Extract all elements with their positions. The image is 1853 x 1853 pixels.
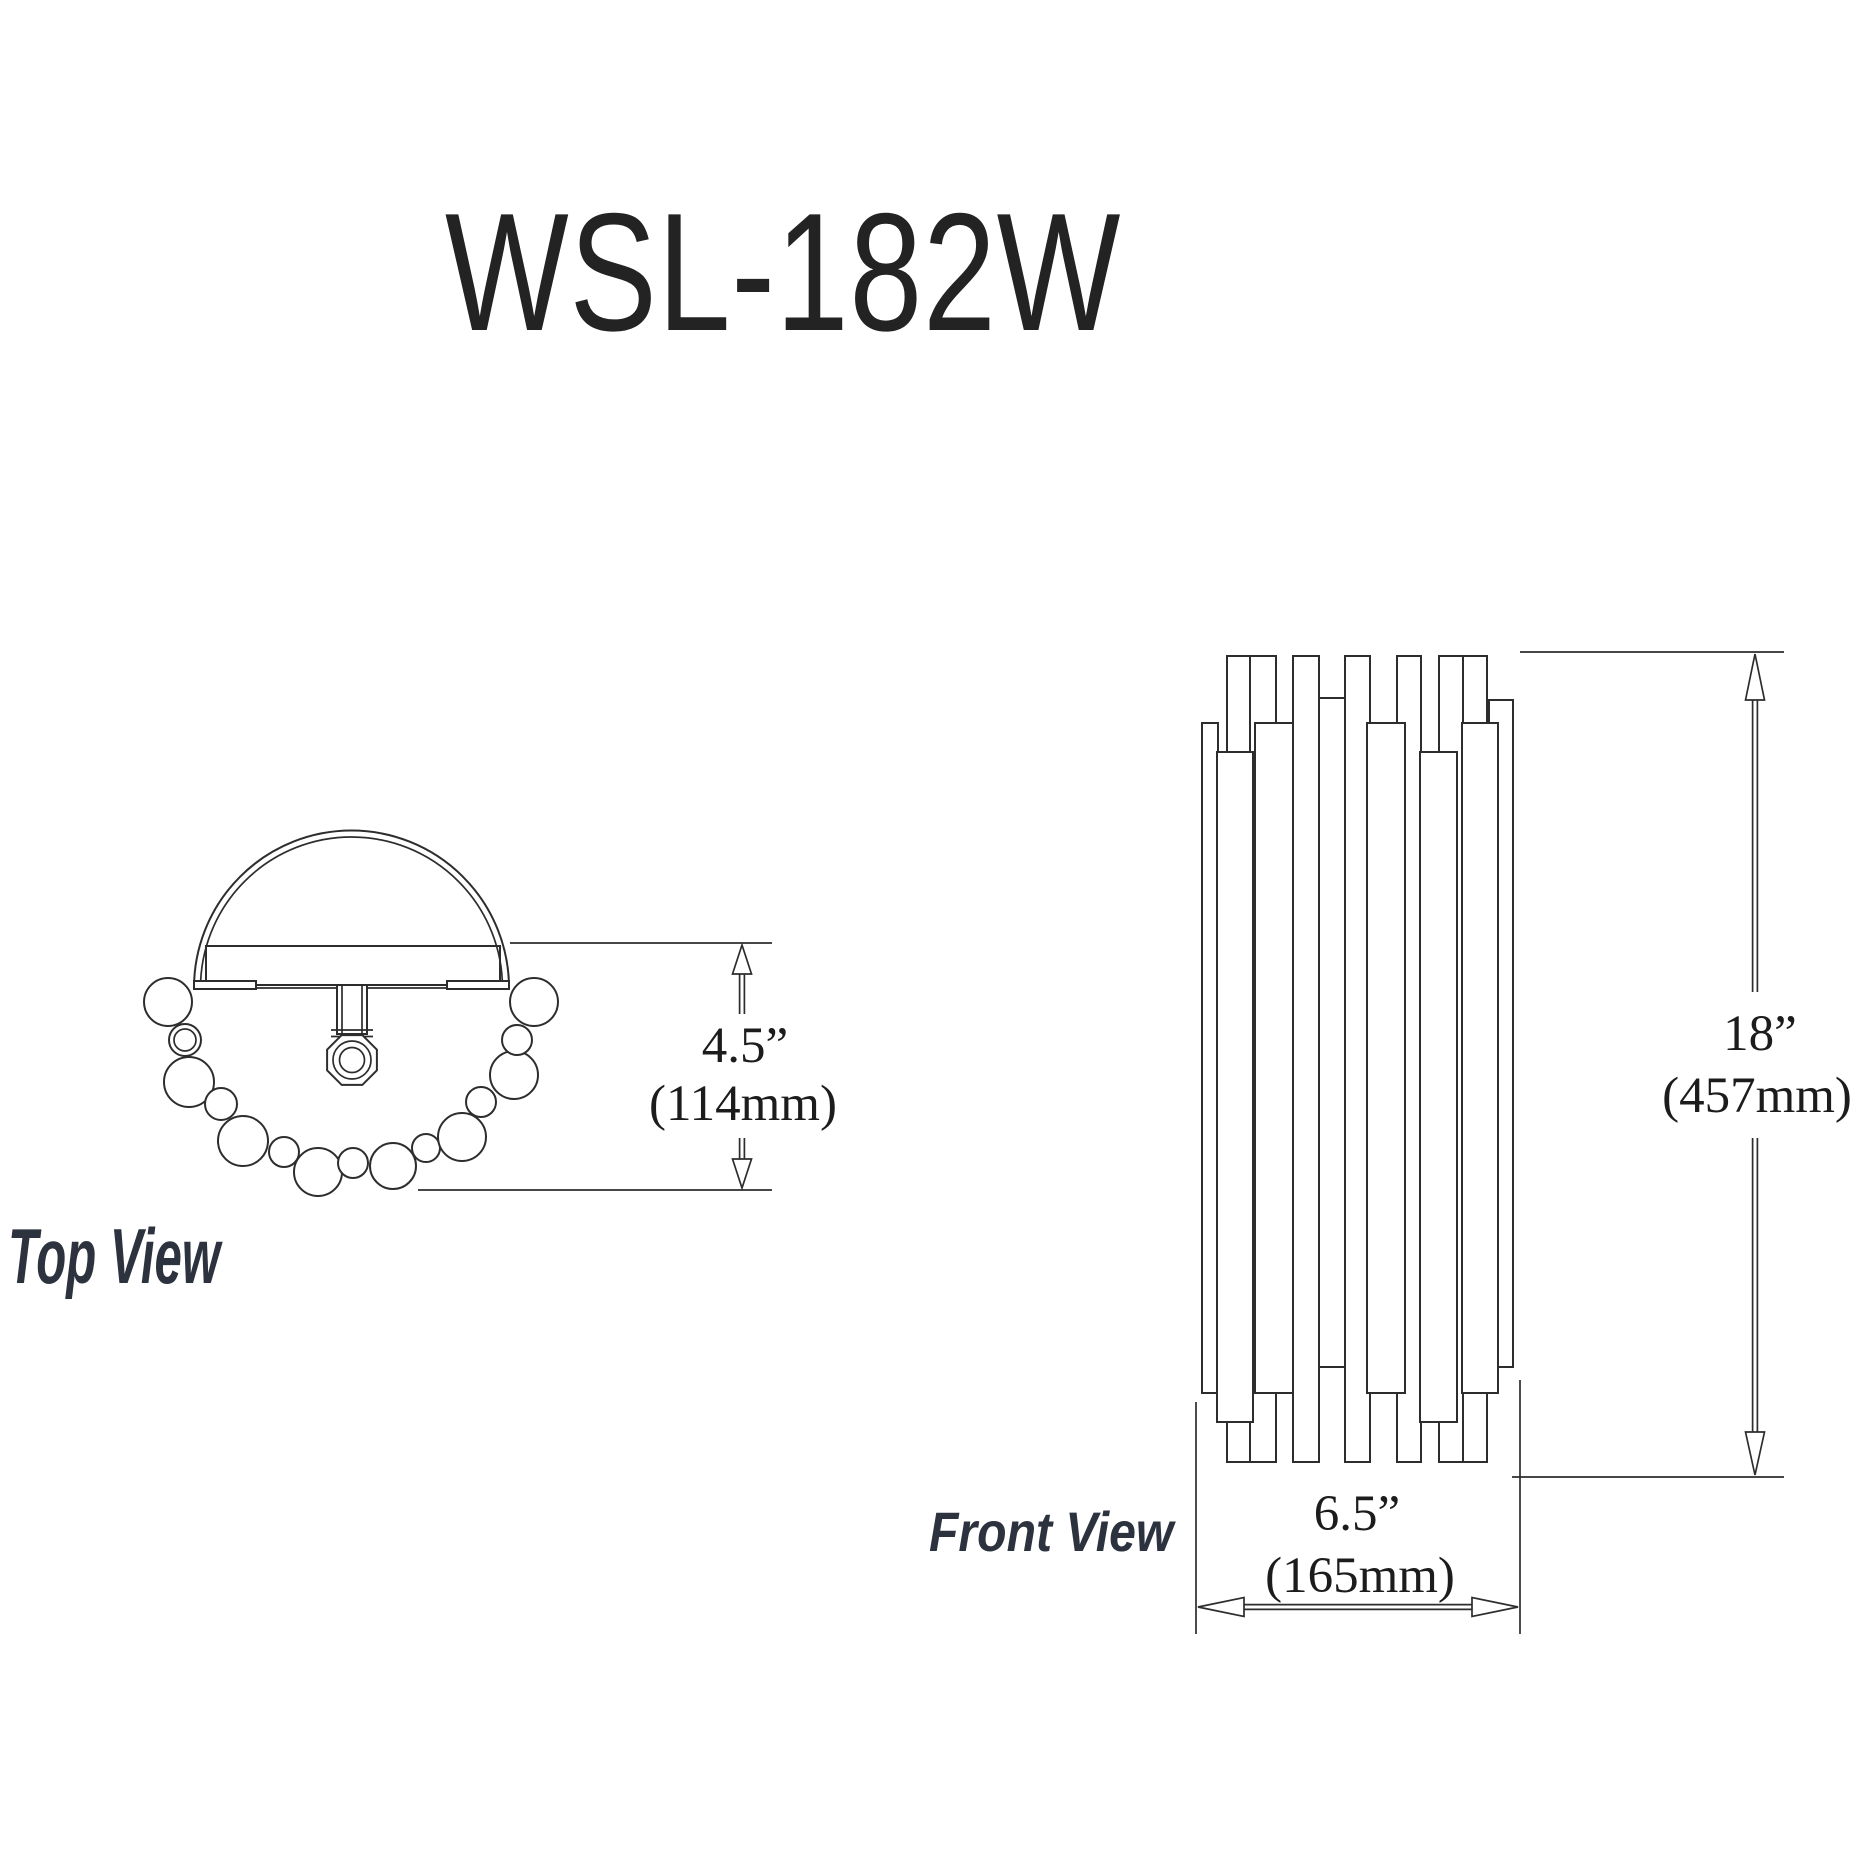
product-code-title: WSL-182W <box>445 178 1122 366</box>
bowl-inner-arc <box>199 836 504 989</box>
top-view-drawing <box>143 829 559 1197</box>
front-view-height-dimension: 18” (457mm) <box>1512 651 1852 1478</box>
crystal-ball <box>501 1024 533 1056</box>
stem-inner-lines <box>341 985 363 1034</box>
front-view-label: Front View <box>929 1500 1174 1563</box>
crystal-circles <box>143 977 559 1197</box>
crystal-ball <box>337 1147 369 1179</box>
front-view-drawing <box>1201 655 1514 1463</box>
arrowhead-down <box>731 1158 753 1191</box>
arrowhead-left <box>1197 1596 1245 1618</box>
hex-nut-hole <box>338 1046 366 1074</box>
crystal-ball <box>369 1142 417 1190</box>
crystal-ball <box>509 977 559 1027</box>
front-bar <box>1216 751 1254 1423</box>
arrow-shaft <box>738 1138 746 1159</box>
crystal-ball <box>437 1112 487 1162</box>
arrowhead-down <box>1744 1431 1766 1476</box>
front-bar <box>1292 655 1320 1463</box>
arrowhead-up <box>731 942 753 975</box>
mount-tab-right <box>446 980 510 990</box>
front-bar <box>1461 722 1499 1394</box>
crystal-ball <box>204 1087 238 1121</box>
dimension-value-metric: (457mm) <box>1662 1068 1852 1124</box>
front-bars <box>1201 655 1514 1463</box>
crystal-ball <box>163 1056 215 1108</box>
dimension-value-metric: (165mm) <box>1265 1548 1455 1604</box>
crystal-ball <box>465 1086 497 1118</box>
dimension-value: 6.5” <box>1314 1486 1400 1542</box>
crystal-ball <box>268 1136 300 1168</box>
crystal-ball-inner-ring <box>173 1028 197 1052</box>
front-bar <box>1366 722 1406 1394</box>
canopy-plate <box>205 945 501 986</box>
front-bar <box>1254 722 1294 1394</box>
front-bar <box>1419 751 1458 1423</box>
arrow-shaft <box>738 974 746 1014</box>
crystal-ball <box>489 1050 539 1100</box>
arrow-shaft <box>1751 700 1759 992</box>
arrowhead-right <box>1471 1596 1519 1618</box>
dimension-value-metric: (114mm) <box>649 1076 837 1132</box>
bowl-outer-arc <box>193 829 510 989</box>
crystal-ball <box>293 1147 343 1197</box>
arrow-shaft <box>1751 1138 1759 1432</box>
crystal-ball <box>411 1133 441 1163</box>
crystal-ball <box>143 977 193 1027</box>
mount-tab-left <box>193 980 257 990</box>
arrow-shaft <box>1244 1603 1472 1611</box>
arrowhead-up <box>1744 653 1766 701</box>
dimension-value: 4.5” <box>702 1018 788 1074</box>
top-view-depth-dimension: 4.5” (114mm) <box>418 942 837 1191</box>
front-view-width-dimension: 6.5” (165mm) <box>1195 1380 1521 1634</box>
front-bar <box>1344 655 1371 1463</box>
front-bar <box>1201 722 1219 1394</box>
dimension-value: 18” <box>1723 1006 1797 1062</box>
top-view-label: Top View <box>8 1212 221 1300</box>
crystal-ball <box>217 1115 269 1167</box>
